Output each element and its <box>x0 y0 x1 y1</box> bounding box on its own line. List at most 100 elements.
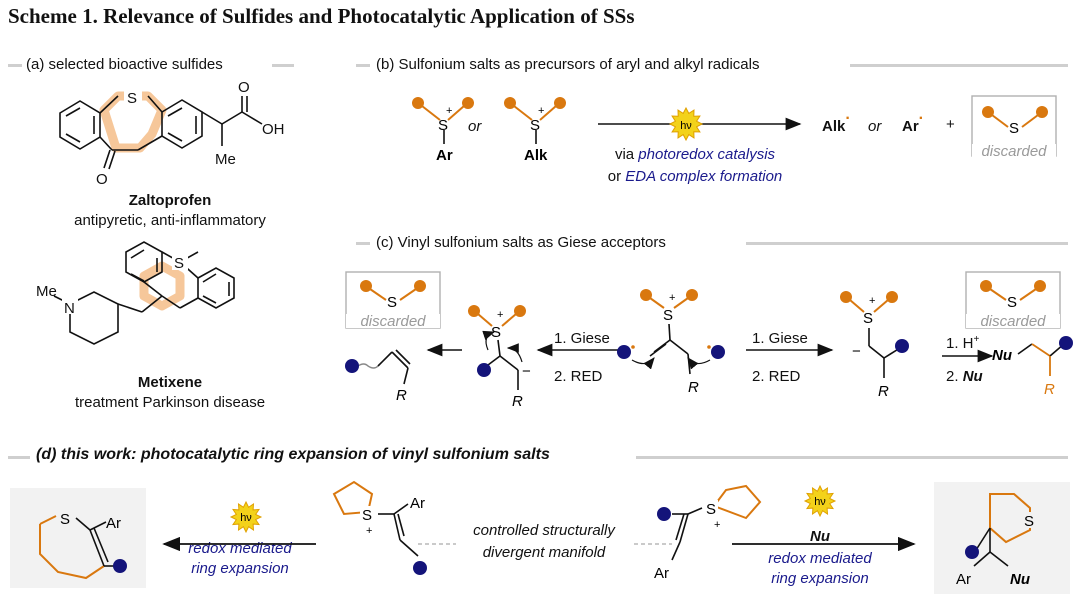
r-group-label: R <box>512 393 523 410</box>
sulfonium-alkyl: S + Alk <box>504 97 566 164</box>
header-rule <box>272 64 294 67</box>
light-label: hν <box>680 120 692 132</box>
proton-charge: + <box>973 334 980 345</box>
ylide-intermediate-left: S + − R <box>468 305 531 410</box>
center-caption-1: controlled structurally <box>473 522 615 539</box>
light-icon: hν <box>668 106 704 142</box>
right-step-giese: 1. Giese <box>752 330 808 347</box>
nitrogen-atom-label: N <box>64 300 75 317</box>
right-caption-2: ring expansion <box>771 570 869 587</box>
nucleophile-product: Nu R <box>992 336 1073 398</box>
discarded-sulfide-c-left: S discarded <box>345 271 441 330</box>
discarded-label: discarded <box>360 313 426 330</box>
panel-a-header: (a) selected bioactive sulfides <box>26 56 223 73</box>
left-caption-2: ring expansion <box>191 560 289 577</box>
alkyl-substituent-label: Alk <box>524 147 548 164</box>
aryl-label: Ar <box>410 495 425 512</box>
or-text: or <box>468 118 482 135</box>
positive-charge: + <box>366 525 372 537</box>
or-line-text: or <box>607 168 626 185</box>
metixene-structure <box>53 241 235 345</box>
eda-text: EDA complex formation <box>625 168 783 185</box>
light-icon-left: hν <box>229 500 263 534</box>
alkene-product: R <box>345 349 411 404</box>
ylide-intermediate-right: S + − R <box>840 291 909 400</box>
sulfur-atom-label: S <box>127 90 137 107</box>
eda-line: or EDA complex formation <box>580 168 810 185</box>
r-group-label: R <box>878 383 889 400</box>
header-rule <box>636 456 1068 459</box>
positive-charge: + <box>669 292 675 304</box>
sulfur-label: S <box>706 501 716 518</box>
step-acid-text: 1. H <box>946 335 974 352</box>
alk-radical-text: Alk <box>822 118 846 135</box>
center-caption-2: divergent manifold <box>482 544 606 561</box>
discarded-label: discarded <box>981 143 1047 160</box>
positive-charge: + <box>497 309 503 321</box>
discarded-sulfide-c-right: S discarded <box>965 271 1061 330</box>
sulfur-label: S <box>863 310 873 327</box>
zaltoprofen-name: Zaltoprofen <box>128 192 212 209</box>
header-rule <box>8 456 30 459</box>
metixene-name: Metixene <box>137 374 203 391</box>
aryl-label: Ar <box>106 515 121 532</box>
light-label: hν <box>240 512 252 524</box>
oxygen-atom-label: O <box>238 79 250 96</box>
panel-c-header: (c) Vinyl sulfonium salts as Giese accep… <box>376 234 666 251</box>
aryl-label: Ar <box>956 571 971 588</box>
vinyl-sulfonium-left: S + Ar <box>332 480 427 575</box>
left-step-giese: 1. Giese <box>554 330 610 347</box>
r-group-label: R <box>688 379 699 396</box>
positive-charge: + <box>869 295 875 307</box>
left-step-red: 2. RED <box>554 368 603 385</box>
negative-charge: − <box>522 363 531 380</box>
via-text: via <box>614 146 639 163</box>
step-nu-number: 2. <box>946 368 963 385</box>
sulfur-atom-label: S <box>174 255 184 272</box>
sulfonium-aryl: S + Ar <box>412 97 474 164</box>
right-step-red: 2. RED <box>752 368 801 385</box>
thiepine-product: S Ar <box>10 488 146 588</box>
header-rule <box>356 242 370 245</box>
or-text-2: or <box>868 118 882 135</box>
scheme-title: Scheme 1. Relevance of Sulfides and Phot… <box>8 4 635 28</box>
sulfur-label: S <box>60 511 70 528</box>
right-caption-1: redox mediated <box>768 550 872 567</box>
metixene-atom-labels: S N Me <box>36 254 188 317</box>
zaltoprofen-structure <box>59 91 263 170</box>
header-rule <box>8 64 22 67</box>
positive-charge: + <box>538 105 544 117</box>
positive-charge: + <box>446 105 452 117</box>
photoredox-text: photoredox catalysis <box>638 146 776 163</box>
sulfur-label: S <box>1024 513 1034 530</box>
negative-charge: − <box>852 343 861 360</box>
zaltoprofen-atom-labels: S O OH Me O <box>96 79 285 188</box>
header-rule <box>746 242 1068 245</box>
light-label: hν <box>814 496 826 508</box>
vinyl-sulfonium-salt: S + R <box>617 289 725 396</box>
sulfur-label: S <box>663 307 673 324</box>
r-group-label: R <box>396 387 407 404</box>
panel-d-header: (d) this work: photocatalytic ring expan… <box>36 446 550 463</box>
ketone-oxygen-label: O <box>96 171 108 188</box>
light-icon-right: hν <box>803 484 837 518</box>
thiane-product: S Ar Nu <box>934 482 1070 594</box>
step-acid: 1. H+ <box>946 334 979 352</box>
zaltoprofen-description: antipyretic, anti-inflammatory <box>74 212 266 229</box>
ar-radical-text: Ar <box>902 118 919 135</box>
metixene-description: treatment Parkinson disease <box>74 394 266 411</box>
panel-b-header: (b) Sulfonium salts as precursors of ary… <box>376 56 760 73</box>
positive-charge: + <box>714 519 720 531</box>
sulfur-label: S <box>491 324 501 341</box>
sulfur-label: S <box>1007 294 1017 311</box>
ar-radical: Ar· <box>902 110 924 135</box>
step-nu: 2. Nu <box>946 368 983 385</box>
r-group-label: R <box>1044 381 1055 398</box>
via-photoredox-line: via photoredox catalysis <box>580 146 810 163</box>
hydroxyl-label: OH <box>262 121 285 138</box>
step-nu-text: Nu <box>962 368 983 385</box>
sulfur-label: S <box>387 294 397 311</box>
sulfur-label: S <box>438 117 448 134</box>
nu-reagent: Nu <box>810 528 830 545</box>
